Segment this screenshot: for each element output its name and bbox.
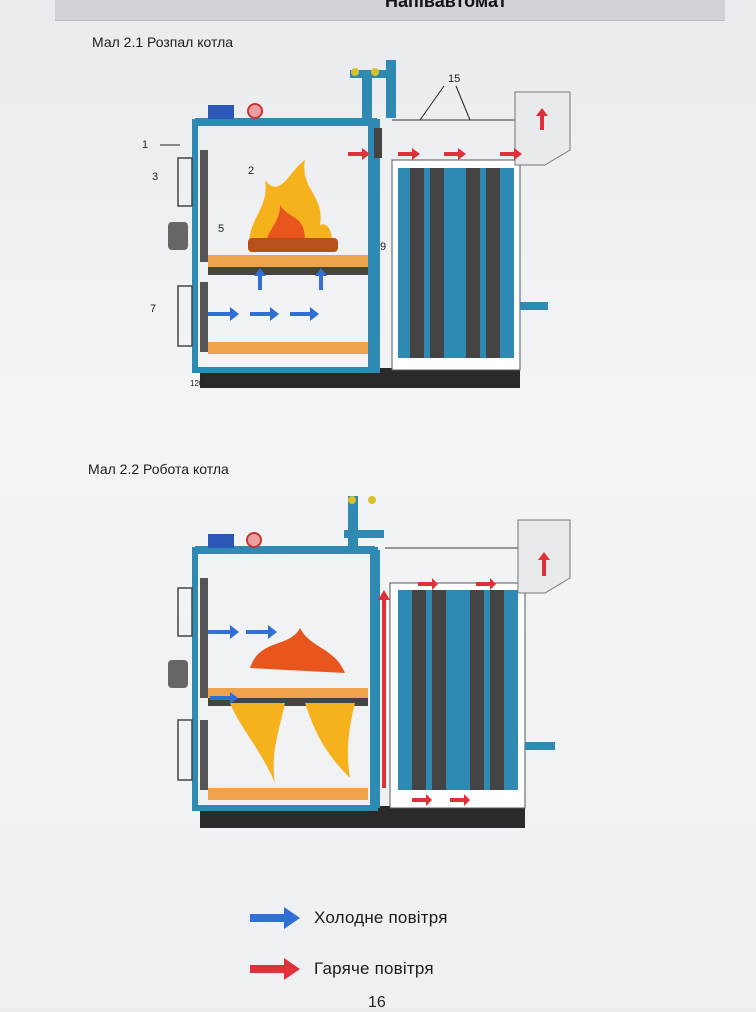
label-15: 15	[448, 73, 460, 85]
lower-door	[177, 285, 193, 347]
legend-cold: Холодне повітря	[250, 906, 448, 930]
header-band: Напівавтомат	[55, 0, 725, 21]
upper-door	[177, 157, 193, 207]
label-9: 9	[380, 241, 386, 253]
lower-bricks	[208, 342, 372, 354]
page-number: 16	[368, 994, 386, 1011]
label-5: 5	[218, 223, 224, 235]
fire-flame	[250, 628, 345, 673]
legend-cold-label: Холодне повітря	[314, 908, 448, 927]
legend-hot-label: Гаряче повітря	[314, 959, 434, 978]
fire-flame	[249, 160, 332, 250]
top-valve-icon	[247, 103, 263, 119]
hot-air-arrows	[378, 552, 550, 806]
cold-arrow-icon	[250, 907, 300, 929]
hot-arrow-icon	[250, 958, 300, 980]
flue-pipe	[350, 70, 390, 78]
label-120: 120	[190, 379, 204, 388]
cold-air-arrows	[208, 268, 327, 321]
figure-1-diagram: 1 2 3 5 7 9 15 120	[142, 60, 571, 388]
figure-1-caption: Мал 2.1 Розпал котла	[92, 34, 234, 50]
fan-unit	[168, 222, 188, 250]
label-2: 2	[248, 165, 254, 177]
top-control-box	[208, 105, 234, 119]
figure-2-diagram	[168, 496, 571, 828]
legend-hot: Гаряче повітря	[250, 957, 434, 981]
grate-bricks	[208, 255, 372, 267]
hot-air-arrows	[348, 108, 548, 160]
logs	[248, 238, 338, 252]
boiler-base	[200, 806, 525, 828]
page-header-title: Напівавтомат	[385, 0, 507, 11]
label-3: 3	[152, 171, 158, 183]
figure-2-caption: Мал 2.2 Робота котла	[88, 461, 229, 477]
label-7: 7	[150, 303, 156, 315]
label-1: 1	[142, 139, 148, 151]
cold-air-arrows	[208, 625, 277, 704]
